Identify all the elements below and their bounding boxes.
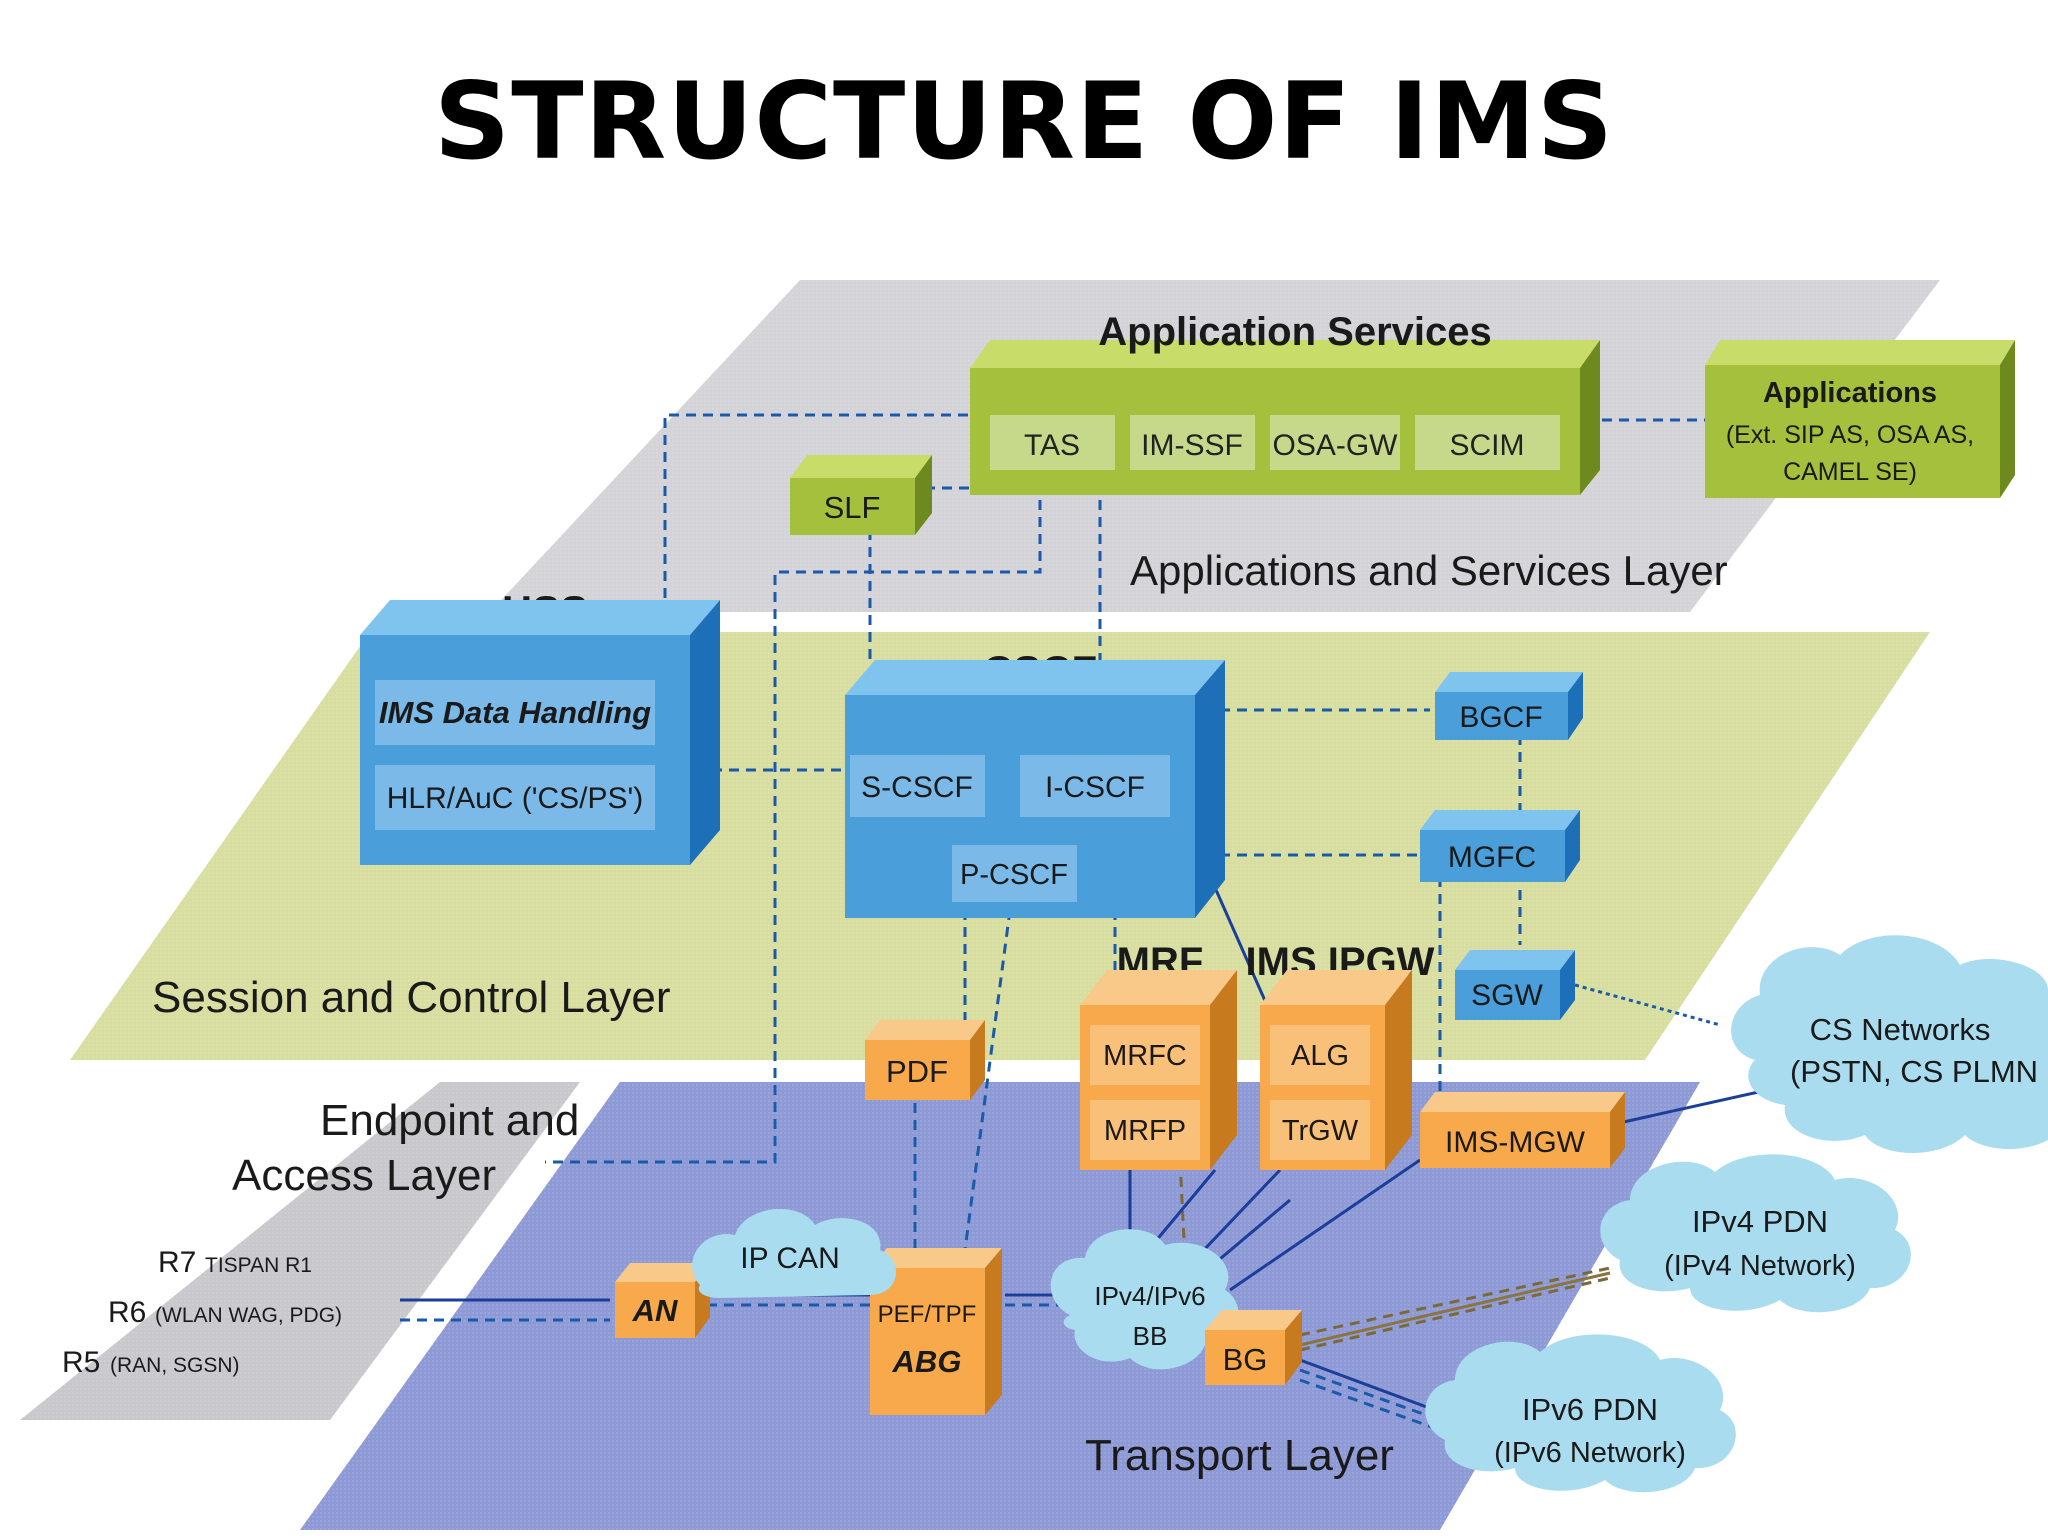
ip-can-label: IP CAN — [740, 1242, 839, 1275]
ims-mgw-block: IMS-MGW — [1420, 1092, 1625, 1168]
application-services-block: Application Services TAS IM-SSF OSA-GW S… — [970, 310, 1600, 495]
abg-block: PEF/TPF ABG — [870, 1248, 1002, 1415]
scim-label: SCIM — [1450, 429, 1525, 462]
application-services-title: Application Services — [1098, 310, 1491, 354]
ipv4-pdn-cloud: IPv4 PDN (IPv4 Network) — [1600, 1154, 1911, 1313]
tas-label: TAS — [1024, 429, 1080, 462]
r5-label: R5 — [62, 1346, 100, 1379]
r7-label: R7 — [158, 1246, 196, 1279]
endpoint-layer-label-line1: Endpoint and — [320, 1096, 579, 1145]
mrfp-label: MRFP — [1104, 1115, 1186, 1147]
ipv4-pdn-label: IPv4 PDN — [1692, 1204, 1828, 1239]
r6-label: R6 — [108, 1296, 146, 1329]
ipv6-pdn-label: IPv6 PDN — [1522, 1392, 1658, 1427]
cs-networks-cloud: CS Networks (PSTN, CS PLMN — [1731, 935, 2048, 1154]
applications-line3: CAMEL SE) — [1783, 458, 1917, 486]
ipv4-ipv6-label: IPv4/IPv6 — [1094, 1281, 1205, 1311]
ip-can-cloud: IP CAN — [692, 1208, 897, 1298]
p-cscf-label: P-CSCF — [960, 859, 1068, 891]
pdf-block: PDF — [865, 1020, 985, 1100]
cs-networks-label: CS Networks — [1810, 1012, 1991, 1047]
ims-mgw-label: IMS-MGW — [1445, 1126, 1586, 1159]
hlr-auc-label: HLR/AuC ('CS/PS') — [387, 782, 644, 815]
endpoint-layer-label-line2: Access Layer — [232, 1151, 496, 1200]
ims-data-handling-label: IMS Data Handling — [379, 695, 651, 730]
session-layer-label: Session and Control Layer — [152, 973, 671, 1022]
page-title: STRUCTURE OF IMS — [433, 60, 1615, 183]
ims-ipgw-block: IMS IPGW ALG TrGW — [1246, 940, 1435, 1170]
endpoint-layer-plane — [20, 1082, 580, 1420]
bb-label: BB — [1133, 1321, 1168, 1351]
bgcf-block: BGCF — [1435, 672, 1583, 740]
slf-block: SLF — [790, 455, 932, 535]
s-cscf-label: S-CSCF — [861, 771, 973, 804]
ipv4-network-label: (IPv4 Network) — [1664, 1250, 1856, 1282]
mrf-block: MRF MRFC MRFP — [1080, 940, 1237, 1170]
mrfc-label: MRFC — [1103, 1040, 1187, 1072]
ipv4-ipv6-bb-cloud: IPv4/IPv6 BB — [1050, 1229, 1239, 1370]
r6-note: (WLAN WAG, PDG) — [155, 1304, 342, 1327]
bgcf-label: BGCF — [1459, 701, 1542, 734]
sgw-label: SGW — [1471, 979, 1543, 1012]
r7-note: TISPAN R1 — [205, 1254, 312, 1277]
bg-label: BG — [1223, 1342, 1268, 1377]
osa-gw-label: OSA-GW — [1273, 429, 1399, 462]
abg-label: ABG — [892, 1344, 962, 1379]
sgw-block: SGW — [1455, 950, 1575, 1020]
ipv6-network-label: (IPv6 Network) — [1494, 1437, 1686, 1469]
mgfc-label: MGFC — [1448, 841, 1536, 874]
applications-title: Applications — [1763, 377, 1937, 409]
cscf-block: CSCF S-CSCF I-CSCF P-CSCF — [845, 647, 1225, 918]
hss-block: HSS IMS Data Handling HLR/AuC ('CS/PS') — [360, 587, 720, 865]
mgfc-block: MGFC — [1420, 810, 1580, 882]
transport-layer-label: Transport Layer — [1085, 1431, 1394, 1480]
bg-block: BG — [1205, 1310, 1302, 1385]
applications-line2: (Ext. SIP AS, OSA AS, — [1726, 421, 1974, 449]
pdf-label: PDF — [886, 1054, 948, 1089]
r5-note: (RAN, SGSN) — [110, 1354, 240, 1377]
an-block: AN — [615, 1263, 710, 1338]
ipv6-pdn-cloud: IPv6 PDN (IPv6 Network) — [1425, 1334, 1736, 1493]
cs-networks-sublabel: (PSTN, CS PLMN — [1790, 1054, 2038, 1089]
applications-block: Applications (Ext. SIP AS, OSA AS, CAMEL… — [1705, 340, 2015, 498]
applications-layer-label: Applications and Services Layer — [1130, 547, 1728, 594]
alg-label: ALG — [1291, 1040, 1349, 1072]
slf-label: SLF — [824, 490, 881, 525]
release-labels: R7 TISPAN R1 R6 (WLAN WAG, PDG) R5 (RAN,… — [62, 1246, 342, 1379]
an-label: AN — [632, 1293, 678, 1328]
i-cscf-label: I-CSCF — [1045, 771, 1145, 804]
trgw-label: TrGW — [1282, 1115, 1359, 1147]
im-ssf-label: IM-SSF — [1141, 429, 1243, 462]
pef-tpf-label: PEF/TPF — [878, 1301, 977, 1328]
